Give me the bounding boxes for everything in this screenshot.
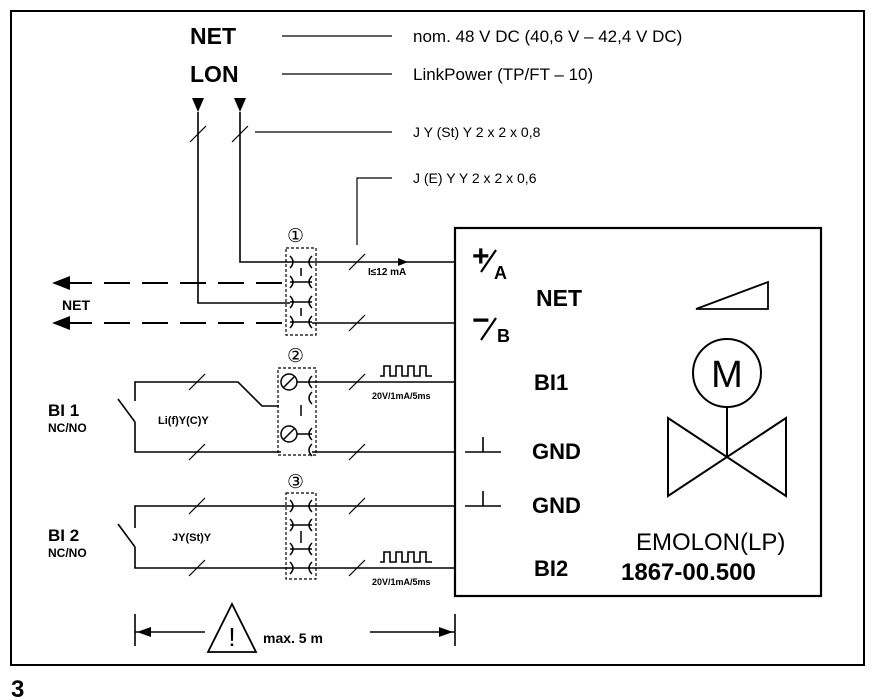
cable-slash-10 xyxy=(188,559,206,577)
figure-number: 3 xyxy=(11,676,24,700)
dimension-arrow-left xyxy=(137,627,151,637)
bus-arrow-left xyxy=(192,98,204,112)
bi1-signal: 20V/1mA/5ms xyxy=(372,391,431,401)
plus-sub: A xyxy=(494,263,507,283)
terminal-block-2-contacts xyxy=(280,373,313,457)
minus-sub: B xyxy=(497,326,510,346)
device-net-label: NET xyxy=(536,285,582,311)
terminal-block-2 xyxy=(277,367,317,456)
terminal-block-1 xyxy=(285,247,317,336)
bi2-mode: NC/NO xyxy=(48,546,87,560)
cable-2-leader xyxy=(356,177,392,245)
device-bi2-label: BI2 xyxy=(534,556,568,581)
bi2-wire-lower xyxy=(134,547,290,569)
lon-spec: LinkPower (TP/FT – 10) xyxy=(413,65,593,84)
motor-label: M xyxy=(711,354,743,396)
minus-slash xyxy=(480,317,497,341)
terminal-block-1-contacts xyxy=(289,255,313,329)
valve-icon xyxy=(667,416,787,498)
terminal-2-number: ② xyxy=(287,345,304,367)
bus-arrow-right xyxy=(234,98,246,112)
bi2-switch xyxy=(117,523,136,548)
net-branch-arrow-upper xyxy=(52,276,70,290)
net-branch-label: NET xyxy=(62,297,90,313)
bus-wire-right xyxy=(239,112,290,263)
bi1-wire-lower xyxy=(134,422,281,453)
device-gnd1-label: GND xyxy=(532,439,581,464)
bi2-signal: 20V/1mA/5ms xyxy=(372,577,431,587)
minus-sign: − xyxy=(472,304,490,337)
dimension-arrow-right xyxy=(439,627,453,637)
cable-slash-11 xyxy=(348,497,366,515)
bus-wire-left xyxy=(197,112,290,304)
plus-sign: + xyxy=(472,240,490,273)
model-name: EMOLON(LP) xyxy=(636,529,785,556)
net-branch-arrow-lower xyxy=(52,316,70,330)
cable-slash-12 xyxy=(348,559,366,577)
plus-slash xyxy=(480,249,497,273)
warning-mark: ! xyxy=(228,622,235,652)
bi1-mode: NC/NO xyxy=(48,421,87,435)
device-bi1-label: BI1 xyxy=(534,370,568,395)
device-gnd2-label: GND xyxy=(532,493,581,518)
cable-2-label: J (E) Y Y 2 x 2 x 0,6 xyxy=(413,170,537,186)
max-length-label: max. 5 m xyxy=(263,630,323,646)
warning-icon xyxy=(206,601,258,653)
terminal-3-number: ③ xyxy=(287,471,304,493)
ramp-icon xyxy=(695,280,769,310)
cable-slash-1 xyxy=(189,125,207,143)
bi1-name: BI 1 xyxy=(48,401,79,420)
bi1-cable: Li(f)Y(C)Y xyxy=(158,415,209,427)
terminal-block-3-contacts xyxy=(289,499,313,575)
cable-slash-9 xyxy=(188,497,206,515)
cable-slash-8 xyxy=(348,443,366,461)
cable-slash-7 xyxy=(348,373,366,391)
bi1-pulse-icon xyxy=(380,365,432,377)
cable-slash-6 xyxy=(188,443,206,461)
net-title: NET xyxy=(190,23,236,49)
gnd1-icon xyxy=(465,437,501,453)
cable-slash-5 xyxy=(188,373,206,391)
gnd2-icon xyxy=(465,491,501,507)
bi2-wire-upper xyxy=(134,505,290,528)
cable-slash-2 xyxy=(231,125,249,143)
lon-title: LON xyxy=(190,61,239,87)
bi1-switch xyxy=(117,398,136,423)
current-label: I≤12 mA xyxy=(368,267,406,278)
model-number: 1867-00.500 xyxy=(621,559,756,586)
device-box xyxy=(453,226,823,598)
bi1-wire-upper xyxy=(134,381,279,407)
bi2-pulse-icon xyxy=(380,551,432,563)
figure-frame xyxy=(10,10,865,666)
bi2-cable: JY(St)Y xyxy=(172,532,212,544)
terminal-block-3 xyxy=(285,492,317,580)
terminal-1-number: ① xyxy=(287,225,304,247)
bi2-name: BI 2 xyxy=(48,526,79,545)
cable-slash-3 xyxy=(348,253,366,271)
net-spec: nom. 48 V DC (40,6 V – 42,4 V DC) xyxy=(413,27,682,46)
cable-1-label: J Y (St) Y 2 x 2 x 0,8 xyxy=(413,124,541,140)
cable-slash-4 xyxy=(348,314,366,332)
